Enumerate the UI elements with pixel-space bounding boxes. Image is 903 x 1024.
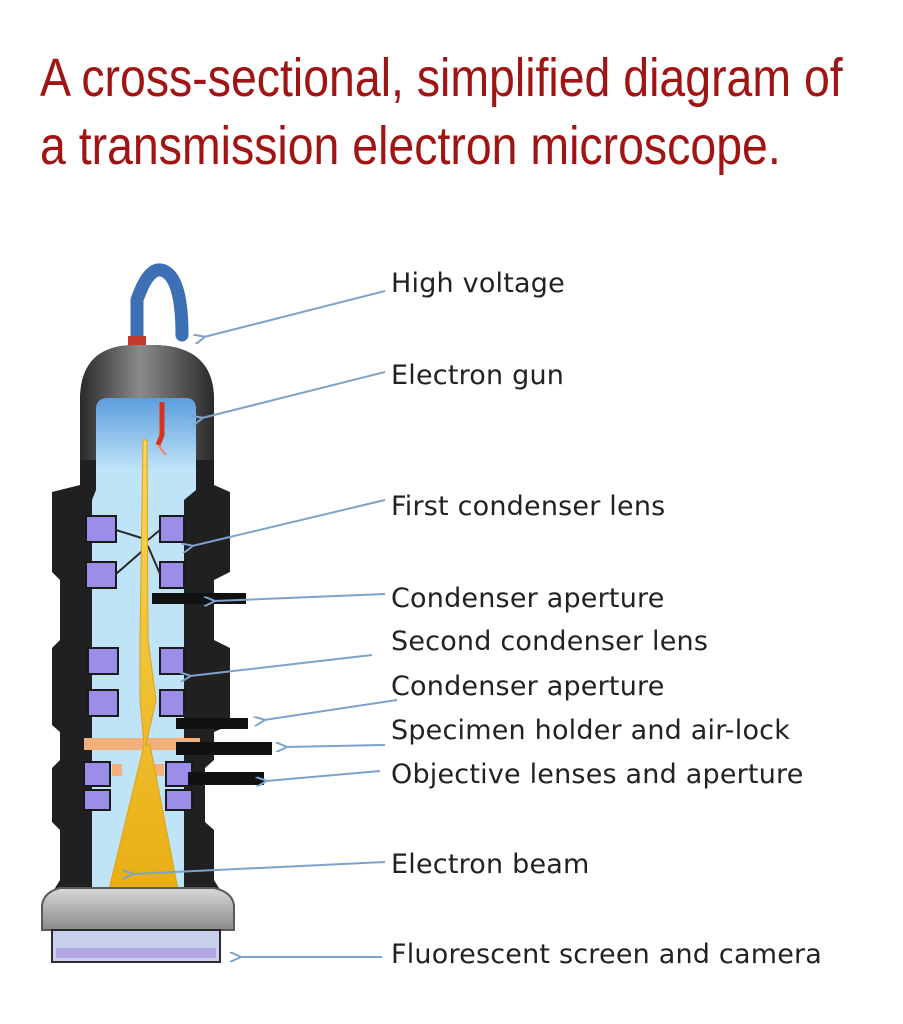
page-title: A cross-sectional, simplified diagram of… bbox=[40, 44, 843, 180]
objective-lens-left bbox=[83, 761, 111, 787]
condenser-aperture-1 bbox=[152, 593, 246, 604]
label-specimen-holder: Specimen holder and air-lock bbox=[391, 715, 791, 746]
arrow-second-condenser bbox=[190, 654, 373, 676]
label-electron-gun: Electron gun bbox=[391, 360, 565, 391]
first-condenser-lens-left bbox=[85, 515, 117, 543]
arrow-condenser-aperture-1 bbox=[214, 593, 386, 601]
label-first-condenser-lens: First condenser lens bbox=[391, 491, 666, 522]
label-condenser-aperture-1: Condenser aperture bbox=[391, 583, 665, 614]
gun-chamber bbox=[96, 398, 196, 470]
label-second-condenser-lens: Second condenser lens bbox=[391, 626, 709, 657]
label-objective-lenses: Objective lenses and aperture bbox=[391, 759, 804, 790]
high-voltage-cable bbox=[130, 263, 189, 347]
pointer-arrows bbox=[132, 290, 398, 957]
arrow-condenser-aperture-2 bbox=[264, 699, 398, 720]
arrow-high-voltage bbox=[204, 290, 386, 337]
objective-aperture-bar bbox=[188, 772, 264, 785]
specimen-airlock-bar bbox=[176, 742, 272, 755]
filament bbox=[155, 402, 165, 446]
specimen-holder bbox=[84, 738, 200, 750]
second-condenser-lens-right bbox=[159, 647, 185, 675]
condenser-aperture-2 bbox=[176, 718, 248, 729]
title-line-2: a transmission electron microscope. bbox=[40, 116, 781, 176]
arrow-first-condenser bbox=[192, 499, 386, 546]
arrow-objective-lenses bbox=[266, 770, 381, 781]
label-fluorescent-screen: Fluorescent screen and camera bbox=[391, 939, 823, 970]
arrow-specimen-holder bbox=[286, 745, 386, 747]
arrow-electron-beam bbox=[132, 861, 386, 874]
arrow-electron-gun bbox=[202, 371, 386, 418]
first-condenser-lens-right bbox=[159, 515, 185, 543]
base-ring bbox=[41, 887, 235, 931]
label-condenser-aperture-2: Condenser aperture bbox=[391, 671, 665, 702]
second-condenser-lens-left bbox=[87, 647, 119, 675]
title-line-1: A cross-sectional, simplified diagram of bbox=[40, 48, 843, 108]
cable-connector bbox=[128, 336, 146, 346]
label-high-voltage: High voltage bbox=[391, 268, 565, 299]
electron-beam bbox=[103, 439, 183, 911]
label-electron-beam: Electron beam bbox=[391, 849, 590, 880]
